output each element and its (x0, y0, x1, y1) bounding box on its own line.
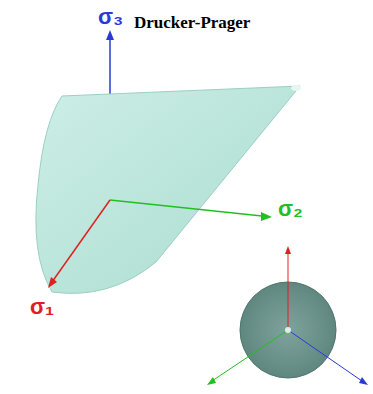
sigma1-axis (52, 200, 110, 282)
yield-cone (36, 86, 300, 293)
diagram-title: Drucker-Prager (134, 14, 250, 31)
sigma3-arrowhead (106, 30, 114, 40)
cone-apex (291, 85, 301, 91)
sigma1-arrowhead (48, 277, 57, 288)
sigma2-axis (110, 200, 262, 216)
inset-sigma1-axis (288, 252, 289, 330)
inset-sigma1-arrowhead (285, 246, 291, 254)
inset-sigma3-axis (288, 330, 362, 381)
inset-sigma2-axis (212, 330, 288, 381)
sigma2-label: σ₂ (278, 198, 303, 220)
sigma2-arrowhead (261, 212, 272, 221)
inset-sigma2-arrowhead (207, 377, 216, 385)
inset-sigma3-arrowhead (359, 377, 368, 385)
inset-center (285, 327, 291, 333)
sigma1-label: σ₁ (30, 296, 54, 318)
sigma3-label: σ₃ (98, 6, 123, 28)
